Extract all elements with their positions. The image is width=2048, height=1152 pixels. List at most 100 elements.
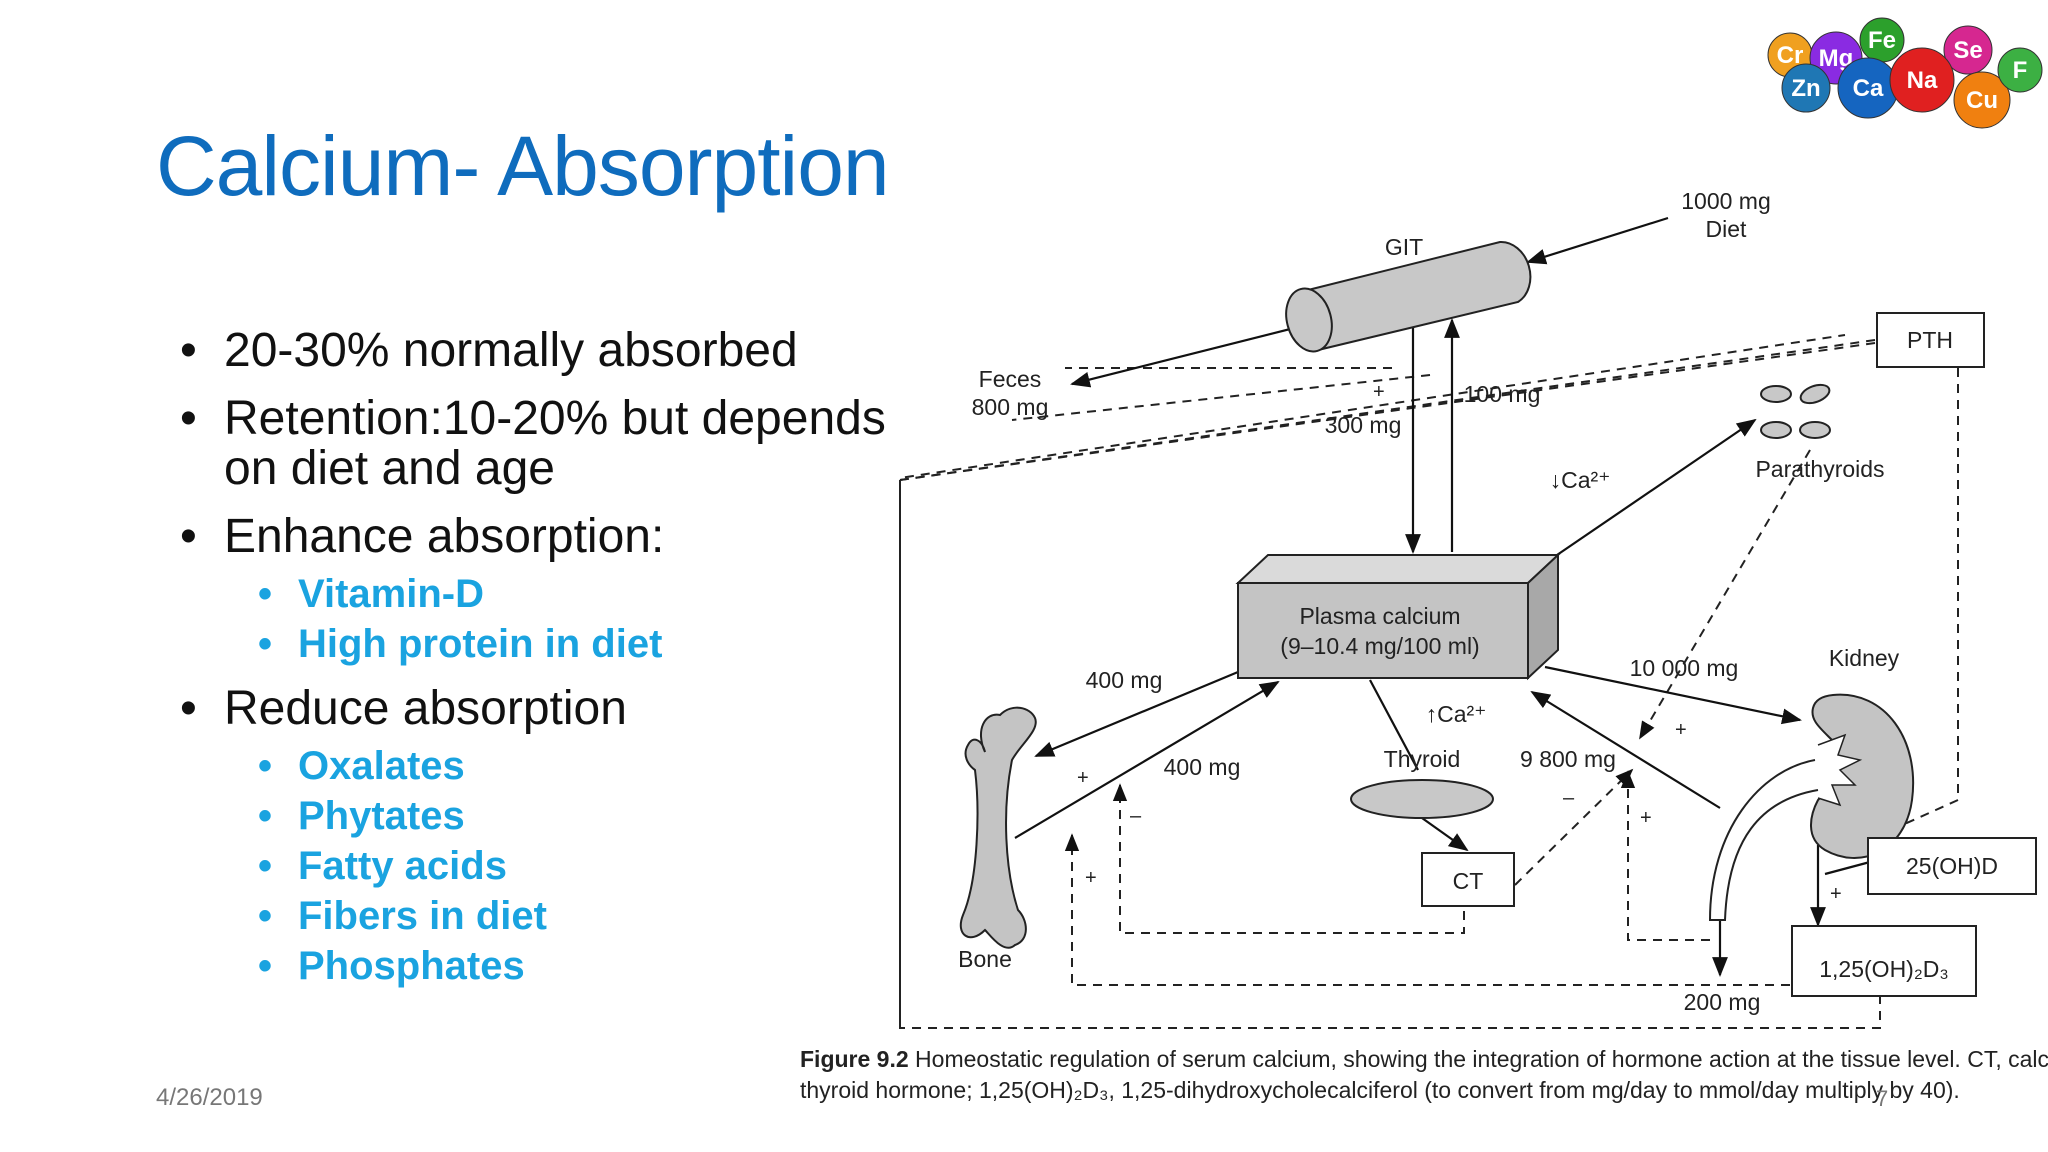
mineral-ball: Na bbox=[1889, 47, 1955, 113]
sub-bullet-item: High protein in diet bbox=[180, 622, 940, 666]
thyroid-label: Thyroid bbox=[1384, 746, 1461, 772]
slide-page-number: 7 bbox=[1876, 1086, 1889, 1111]
svg-text:–: – bbox=[1563, 787, 1575, 809]
kidney-shape bbox=[1708, 693, 1915, 921]
diet-arrow bbox=[1526, 216, 1669, 265]
svg-text:+: + bbox=[1077, 767, 1089, 789]
bone-to-plasma-arrow bbox=[1014, 680, 1280, 839]
svg-text:+: + bbox=[1085, 867, 1097, 889]
mineral-symbol: Se bbox=[1953, 37, 1982, 64]
vitd-kidney-loop bbox=[1620, 770, 1710, 941]
mineral-symbol: F bbox=[2013, 57, 2028, 84]
parathyroids-label: Parathyroids bbox=[1755, 456, 1884, 482]
outer-loop bbox=[899, 334, 1881, 1029]
oh25-box bbox=[1867, 837, 2037, 895]
oh125-box bbox=[1791, 925, 1977, 997]
mineral-ball: Se bbox=[1943, 25, 1993, 75]
plasma-to-bone-arrow bbox=[1034, 670, 1239, 758]
mineral-symbol: Zn bbox=[1791, 75, 1820, 102]
feces-arrow bbox=[1070, 320, 1319, 388]
bone-shape bbox=[959, 706, 1037, 949]
mineral-ball: Zn bbox=[1781, 63, 1831, 113]
ct-box bbox=[1421, 852, 1515, 907]
svg-text:–: – bbox=[1130, 805, 1142, 827]
mg9800-label: 9 800 mg bbox=[1520, 746, 1616, 772]
slide-title: Calcium- Absorption bbox=[156, 119, 890, 213]
plasma-label: Plasma calcium(9–10.4 mg/100 ml) bbox=[1280, 603, 1479, 659]
figure-caption: Figure 9.2 Homeostatic regulation of ser… bbox=[800, 1044, 2048, 1106]
mineral-ball: Ca bbox=[1837, 57, 1899, 119]
svg-text:+: + bbox=[1373, 381, 1385, 403]
ct-kidney-line bbox=[1514, 768, 1634, 886]
mg400b-label: 400 mg bbox=[1164, 754, 1241, 780]
ca-up-label: ↑Ca²⁺ bbox=[1426, 701, 1487, 727]
bullet-list: 20-30% normally absorbedRetention:10-20%… bbox=[180, 326, 940, 1006]
svg-text:+: + bbox=[1640, 807, 1652, 829]
ct-label: CT bbox=[1453, 868, 1484, 894]
ct-bone-loop bbox=[1112, 783, 1465, 934]
sub-bullet-item: Fibers in diet bbox=[180, 894, 940, 938]
caption-line-1: Homeostatic regulation of serum calcium,… bbox=[915, 1046, 2048, 1072]
ca-down-label: ↓Ca²⁺ bbox=[1550, 467, 1611, 493]
pth-line bbox=[899, 342, 1876, 481]
plasma-thyroid-line bbox=[1369, 679, 1419, 771]
kidney-label: Kidney bbox=[1829, 645, 1900, 671]
mineral-symbol: Ca bbox=[1853, 75, 1884, 102]
git-cylinder bbox=[1285, 240, 1532, 353]
sub-bullet-item: Fatty acids bbox=[180, 844, 940, 888]
pth-label: PTH bbox=[1907, 327, 1953, 353]
bullet-item: Enhance absorption: bbox=[180, 512, 940, 563]
thyroid-to-ct-arrow bbox=[1421, 817, 1469, 852]
mg300-label: 300 mg bbox=[1325, 412, 1402, 438]
bullet-item: 20-30% normally absorbed bbox=[180, 326, 940, 377]
caption-figure-number: Figure 9.2 bbox=[800, 1046, 909, 1072]
pth-to-bone-loop bbox=[899, 339, 1876, 1030]
mineral-symbol: Cr bbox=[1777, 42, 1804, 69]
mg200-label: 200 mg bbox=[1684, 989, 1761, 1015]
sub-bullet-item: Phosphates bbox=[180, 944, 940, 988]
parathyroid-kidney-line bbox=[1639, 449, 1811, 740]
oh25-line bbox=[1824, 860, 1871, 876]
kidney-to-plasma-arrow bbox=[1530, 690, 1721, 809]
bullet-item: Reduce absorption bbox=[180, 684, 940, 735]
pth-box bbox=[1876, 312, 1985, 368]
slide-date: 4/26/2019 bbox=[156, 1084, 263, 1111]
sub-bullet-item: Oxalates bbox=[180, 744, 940, 788]
bone-label: Bone bbox=[958, 946, 1012, 972]
mineral-ball-circle bbox=[1953, 71, 2011, 129]
bullet-item: Retention:10-20% but depends on diet and… bbox=[180, 394, 940, 494]
vitd-bone-loop bbox=[1064, 833, 1790, 986]
oh125-label: 1,25(OH)₂D₃ bbox=[1819, 956, 1949, 982]
feedback-loops bbox=[899, 334, 1959, 1030]
flow-arrows bbox=[1014, 216, 1871, 977]
mineral-symbol: Fe bbox=[1868, 27, 1896, 54]
mineral-ball-circle bbox=[1889, 47, 1955, 113]
caption-line-2: thyroid hormone; 1,25(OH)₂D₃, 1,25-dihyd… bbox=[800, 1077, 1960, 1103]
mineral-symbol: Cu bbox=[1966, 87, 1998, 114]
sub-bullet-list: OxalatesPhytatesFatty acidsFibers in die… bbox=[180, 744, 940, 988]
mineral-ball-circle bbox=[1943, 25, 1993, 75]
mineral-ball: Cu bbox=[1953, 71, 2011, 129]
thyroid-gland bbox=[1350, 779, 1494, 819]
mineral-ball: Fe bbox=[1859, 17, 1905, 63]
oh25-label: 25(OH)D bbox=[1906, 853, 1998, 879]
plasma-to-parathyroid-arrow bbox=[1556, 418, 1757, 556]
regulation-signs: + + – + + – + + bbox=[1077, 381, 1842, 905]
parathyroid-glands bbox=[1760, 383, 1831, 439]
plasma-to-kidney-arrow bbox=[1544, 665, 1802, 725]
git-label: GIT bbox=[1385, 234, 1423, 260]
svg-text:+: + bbox=[1830, 883, 1842, 905]
mg400a-label: 400 mg bbox=[1086, 667, 1163, 693]
mg100-label: 100 mg bbox=[1464, 381, 1541, 407]
mineral-ball-circle bbox=[1997, 47, 2043, 93]
sub-bullet-list: Vitamin-D High protein in diet bbox=[180, 572, 940, 666]
mineral-ball-circle bbox=[1781, 63, 1831, 113]
sub-bullet-item: Phytates bbox=[180, 794, 940, 838]
sub-bullet-item: Vitamin-D bbox=[180, 572, 940, 616]
mineral-ball: F bbox=[1997, 47, 2043, 93]
